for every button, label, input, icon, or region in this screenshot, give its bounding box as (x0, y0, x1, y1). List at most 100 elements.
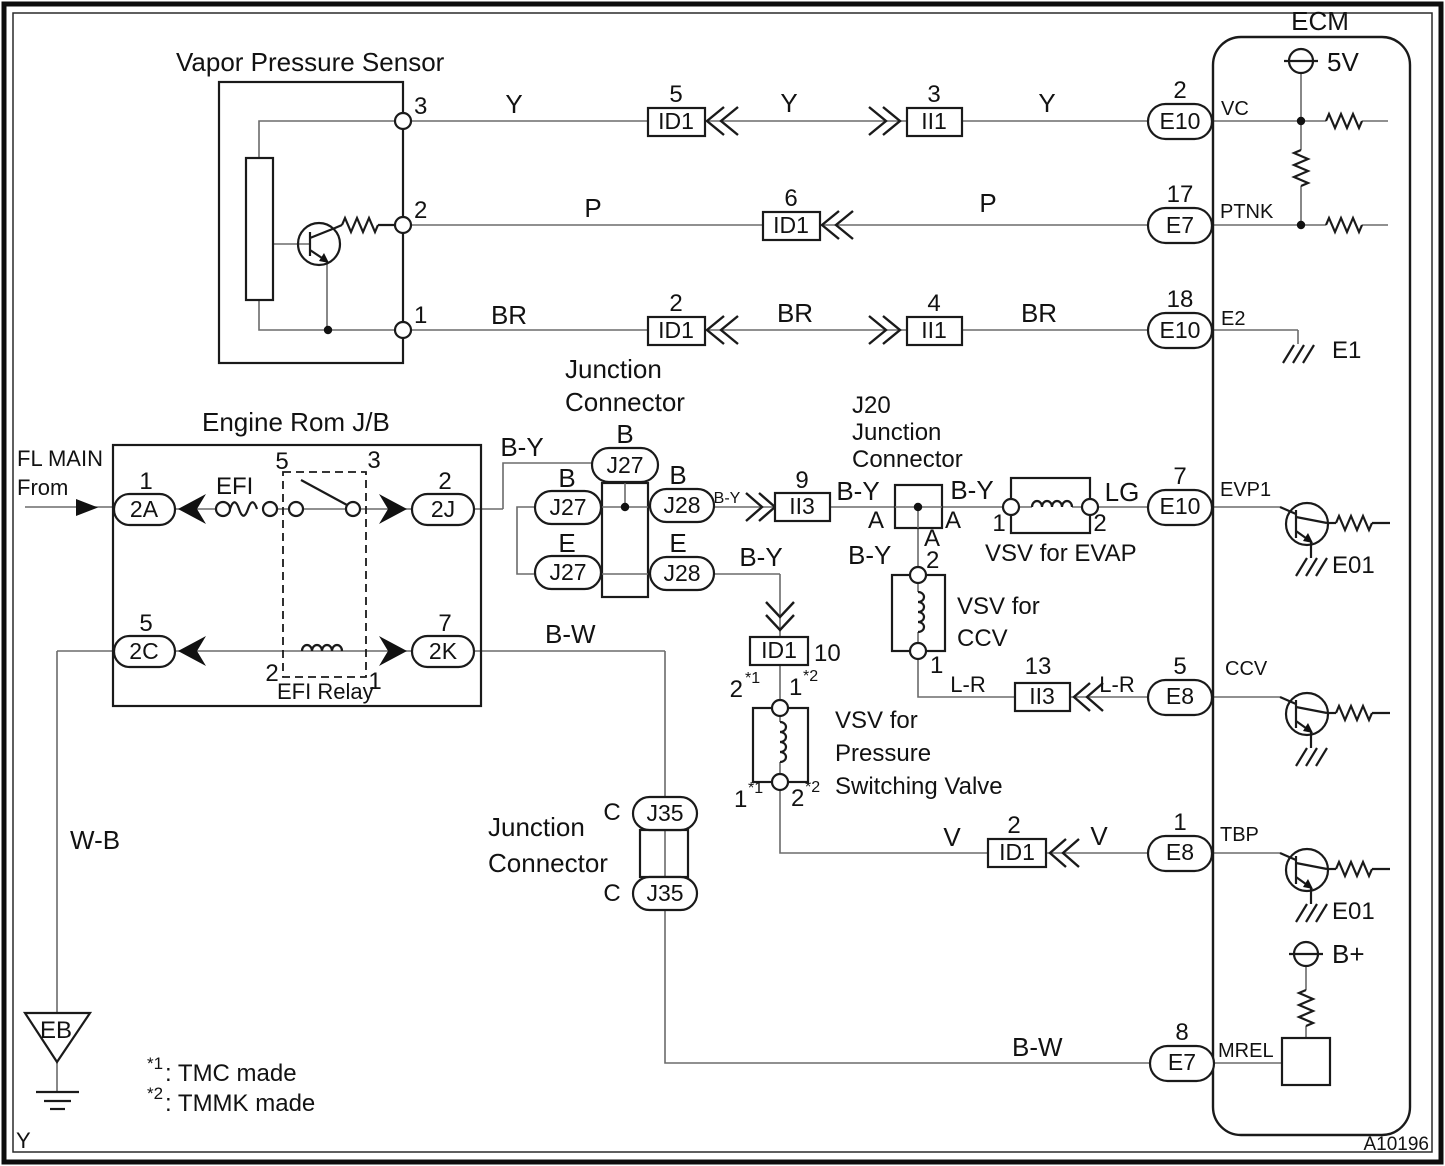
note1-text: : TMC made (165, 1060, 297, 1087)
psv-pin-tl-sup: *1 (745, 670, 760, 687)
jb-relay-pin5: 5 (275, 448, 288, 475)
j20-pin-a-right: A (945, 507, 961, 534)
row1-ecm-conn: E10 (1160, 108, 1201, 134)
row1-ii1-pin: 3 (927, 81, 940, 108)
jc2-bot: J35 (646, 880, 683, 906)
row3-ii1-pin: 4 (927, 290, 940, 317)
jc2-tag-top: C (603, 799, 620, 826)
ecm-title: ECM (1291, 6, 1349, 36)
jc1-title1: Junction (565, 354, 662, 384)
ccv-ii3-pin: 13 (1025, 653, 1052, 680)
psv-wire-v1: V (943, 822, 961, 852)
jb-relay-pin2: 2 (265, 660, 278, 687)
j20-ccv-pin2: 2 (926, 547, 939, 574)
row3-terminal: E2 (1221, 308, 1245, 330)
ccv-ii3: II3 (1029, 683, 1055, 709)
signal-row-e2: BR 2 ID1 BR 4 II1 BR 18 E10 E2 E1 (491, 286, 1361, 365)
psv-wire-v2: V (1090, 821, 1108, 851)
vsv-pressure-switching-valve: ID1 10 2 *1 1 *2 1 *1 2 *2 VSV for Press… (730, 601, 1108, 869)
psv-pin-bl-sup: *1 (748, 780, 763, 797)
psv-id1b-pin: 2 (1007, 812, 1020, 839)
ccv-pin: 5 (1173, 653, 1186, 680)
row2-ecm-conn: E7 (1166, 212, 1194, 238)
row1-wire1: Y (505, 89, 522, 119)
evp1-pin: 7 (1173, 463, 1186, 490)
jb-pin-2a: 1 (139, 468, 152, 495)
evp1-terminal: EVP1 (1220, 479, 1271, 501)
tbp-conn: E8 (1166, 839, 1194, 865)
row1-id1: ID1 (658, 108, 694, 134)
ccv-pin1: 1 (930, 652, 943, 679)
note1-sup: *1 (147, 1054, 163, 1073)
frame-ref-code: A10196 (1363, 1134, 1429, 1155)
jc2-title1: Junction (488, 812, 585, 842)
row3-id1: ID1 (658, 317, 694, 343)
psv-pin-tr-sup: *2 (803, 668, 818, 685)
j20-wire-by-right: B-Y (950, 475, 993, 505)
row3-wire1: BR (491, 300, 527, 330)
j20-line1: J20 (852, 392, 891, 419)
jc1-title2: Connector (565, 387, 685, 417)
row1-wire2: Y (780, 88, 797, 118)
sensor-pin3: 3 (414, 93, 427, 120)
wire-bw1: B-W (545, 619, 596, 649)
evp1-ground: E01 (1332, 552, 1375, 579)
eb-label: EB (40, 1017, 72, 1044)
signal-row-vc: Y 5 ID1 Y 3 II1 Y 2 E10 VC (505, 77, 1249, 141)
psv-id1b: ID1 (999, 839, 1035, 865)
jb-title: Engine Rom J/B (202, 407, 390, 437)
j20-line2: Junction (852, 419, 941, 446)
mrel-pin: 8 (1175, 1019, 1188, 1046)
row1-wire3: Y (1038, 88, 1055, 118)
jb-conn-2k: 2K (429, 638, 458, 664)
jc1-top: J27 (606, 452, 643, 478)
row2-wire1: P (584, 193, 601, 223)
row1-ecm-pin: 2 (1173, 77, 1186, 104)
row3-ground: E1 (1332, 337, 1361, 364)
ccv-wire-lr2: L-R (1099, 672, 1134, 697)
evap-wire-lg: LG (1105, 477, 1140, 507)
ecm-5v-label: 5V (1327, 47, 1359, 77)
jb-conn-2a: 2A (130, 496, 159, 522)
jb-conn-2j: 2J (431, 496, 455, 522)
signal-row-ptnk: P 6 ID1 P 17 E7 PTNK (584, 181, 1274, 245)
row3-ecm-pin: 18 (1167, 286, 1194, 313)
j20-junction-connector: J20 Junction Connector A A B-Y A 2 B-Y (848, 392, 994, 574)
note2-sup: *2 (147, 1084, 163, 1103)
jc1-wire-by2: B-Y (836, 476, 879, 506)
frame-corner-label: Y (16, 1128, 31, 1153)
psv-id1-pin: 10 (814, 640, 841, 667)
jc1-e-right: J28 (663, 560, 700, 586)
row2-wire2: P (979, 188, 996, 218)
jb-pin-2j: 2 (438, 468, 451, 495)
sensor-pin2: 2 (414, 197, 427, 224)
jb-relay-label: EFI Relay (277, 679, 374, 704)
jc1-ii3-pin: 9 (795, 467, 808, 494)
psv-pin-tl: 2 (730, 676, 743, 703)
jc1-e-left: J27 (549, 559, 586, 585)
row3-wire2: BR (777, 298, 813, 328)
tbp-terminal: TBP (1220, 824, 1259, 846)
row1-id1-pin: 5 (669, 81, 682, 108)
psv-label2: Pressure (835, 740, 931, 767)
j20-line3: Connector (852, 446, 963, 473)
row3-ecm-conn: E10 (1160, 317, 1201, 343)
row2-ecm-pin: 17 (1167, 181, 1194, 208)
psv-pin-bl: 1 (734, 786, 747, 813)
ccv-label2: CCV (957, 625, 1008, 652)
ecm-bplus-label: B+ (1332, 939, 1365, 969)
sensor-title: Vapor Pressure Sensor (176, 47, 445, 77)
wire-wb: W-B (70, 825, 120, 855)
vsv-evap: 1 2 LG VSV for EVAP (985, 476, 1140, 567)
jc1-b-right-tag: B (669, 460, 686, 490)
jb-pin-2c: 5 (139, 610, 152, 637)
vapor-pressure-sensor: Vapor Pressure Sensor 3 2 1 (176, 47, 445, 365)
psv-label3: Switching Valve (835, 773, 1003, 800)
j20-pin-a-left: A (868, 507, 884, 534)
jc1-e-right-tag: E (669, 528, 686, 558)
mrel-terminal: MREL (1218, 1040, 1274, 1062)
jb-relay-pin1: 1 (368, 668, 381, 695)
jc2-tag-bot: C (603, 880, 620, 907)
